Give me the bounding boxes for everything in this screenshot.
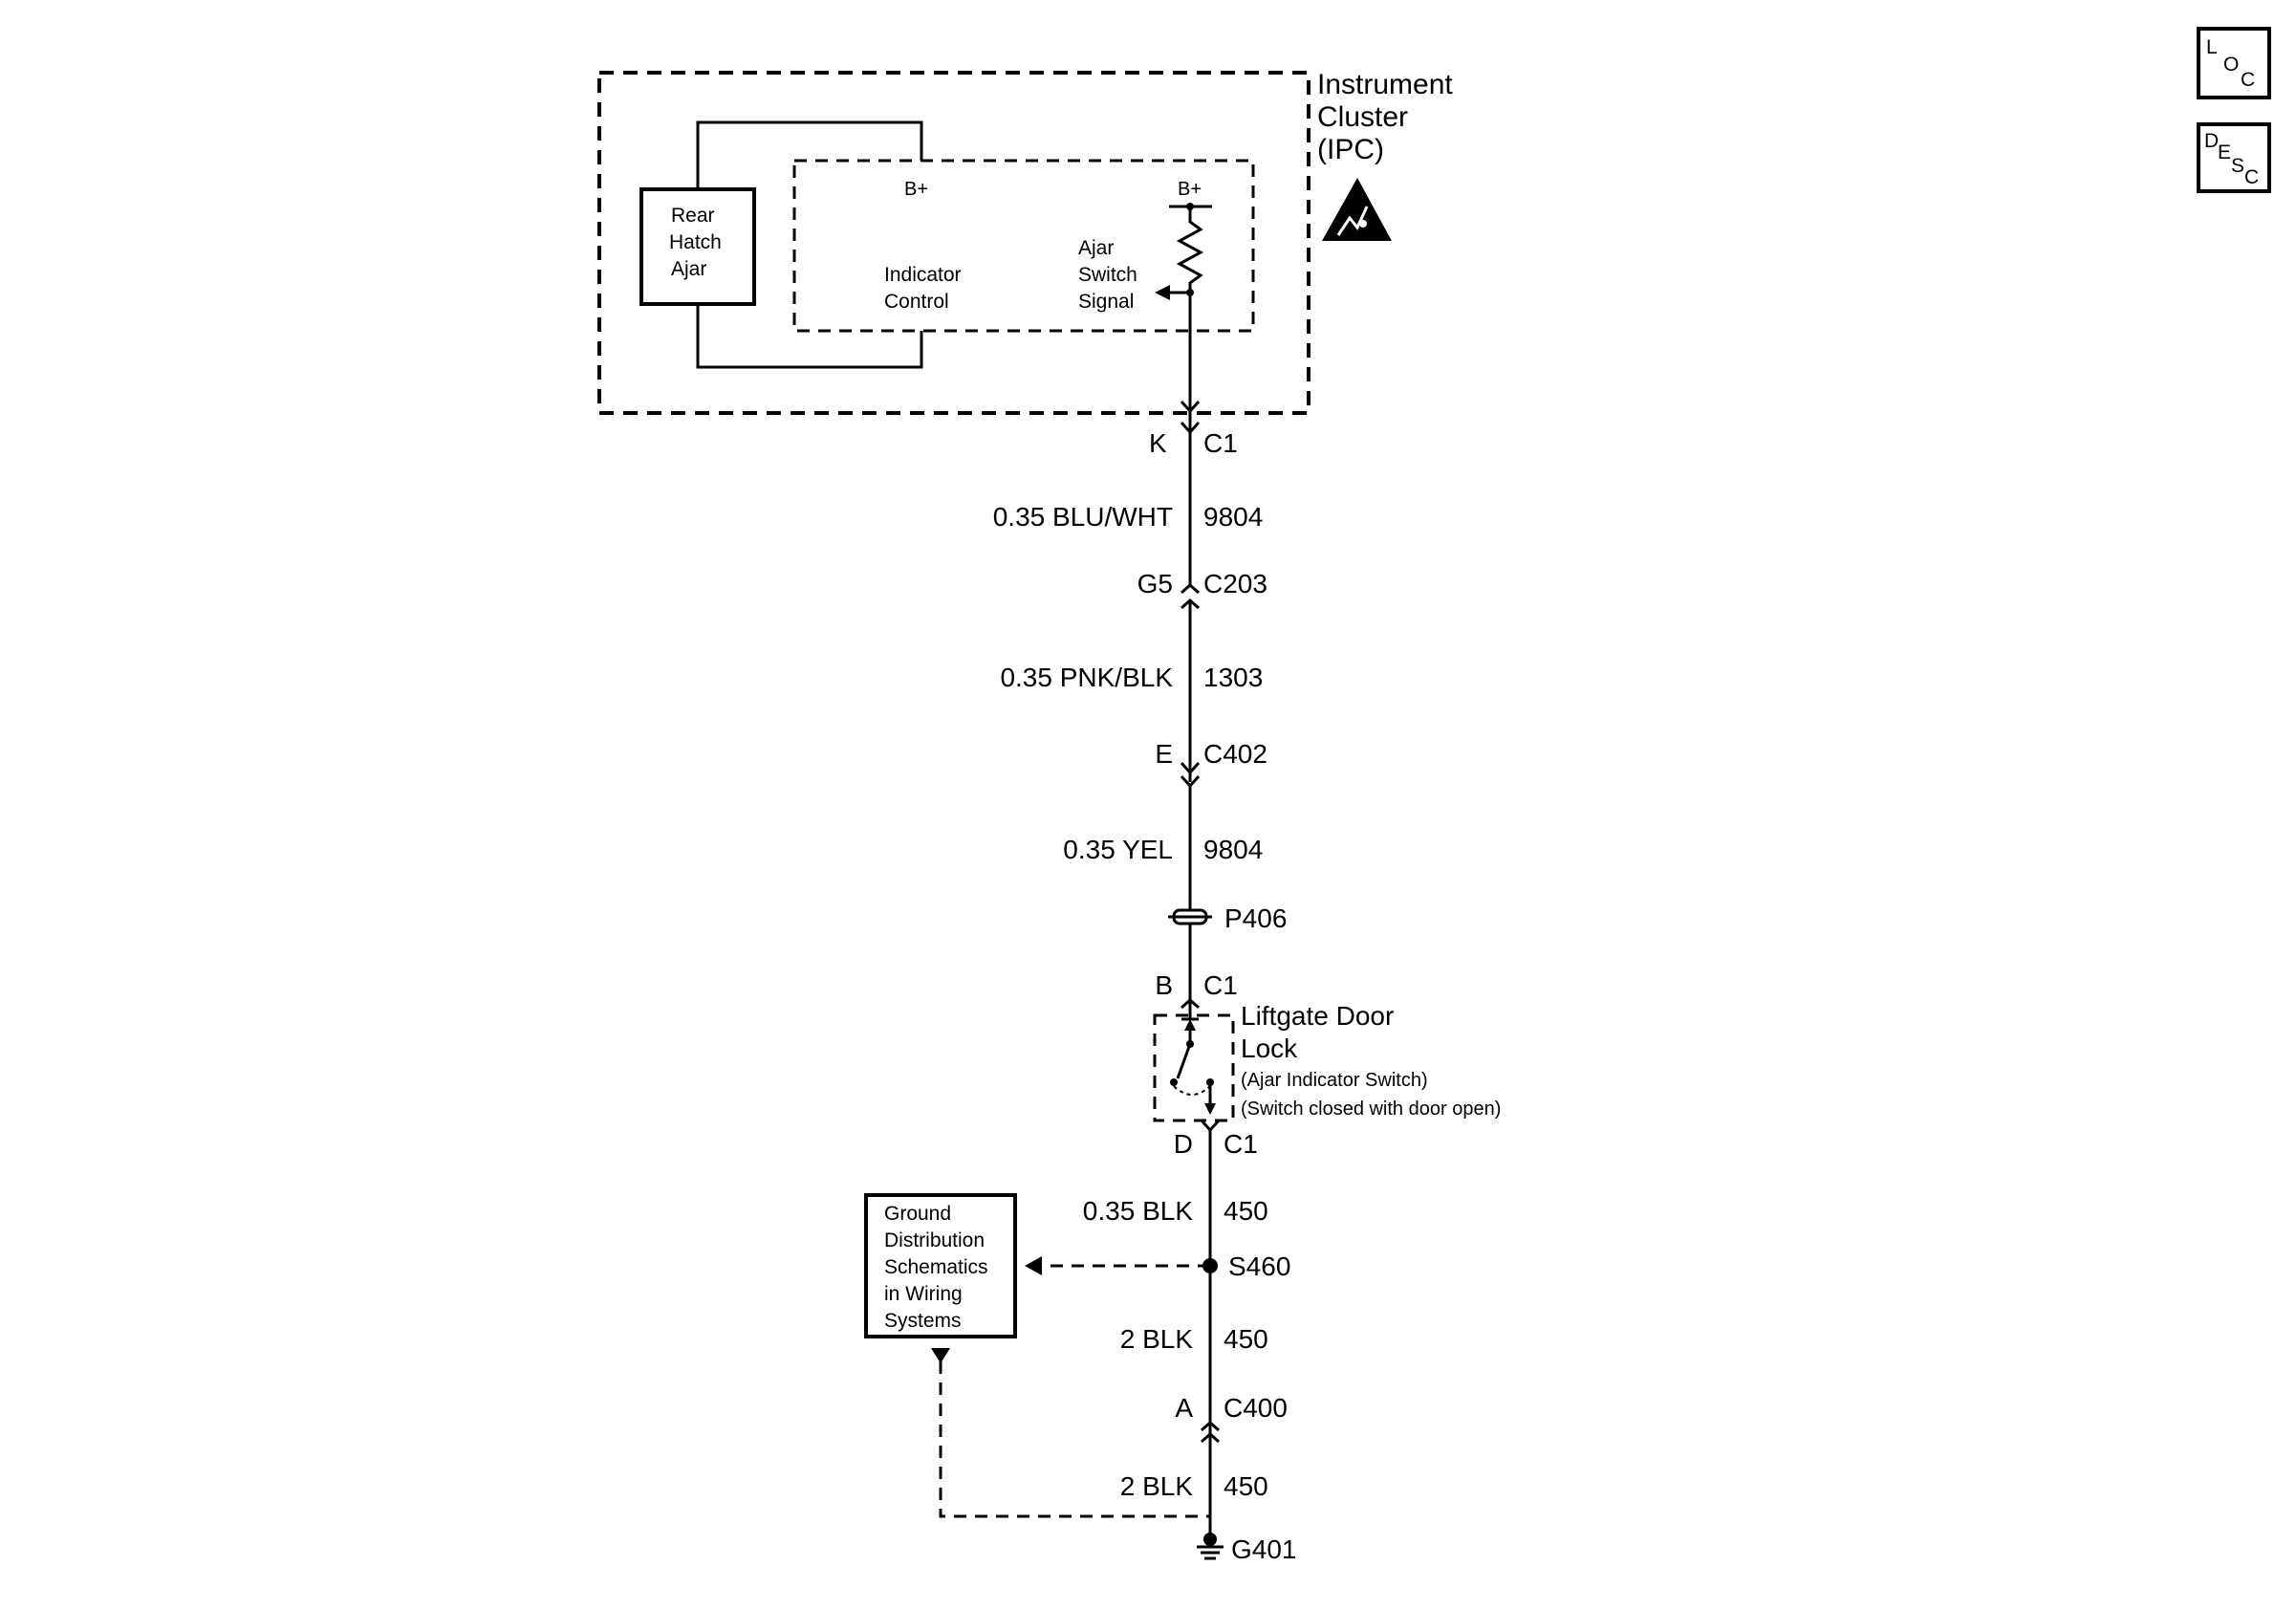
s460-ref-arrow bbox=[1025, 1256, 1042, 1275]
liftgate-label-line2: Lock bbox=[1241, 1033, 1298, 1063]
ajar-switch-signal-line1: Ajar bbox=[1078, 237, 1114, 259]
svg-text:D: D bbox=[2204, 130, 2219, 152]
g401-ground-icon bbox=[1197, 1533, 1224, 1560]
indicator-control-line2: Control bbox=[884, 291, 949, 313]
c402-name: C402 bbox=[1203, 739, 1267, 769]
ajar-switch-signal-line2: Switch bbox=[1078, 264, 1137, 286]
wire5-gauge: 2 BLK bbox=[1120, 1324, 1194, 1354]
ipc-title-line1: Instrument bbox=[1317, 69, 1453, 100]
c1-bot-pin: D bbox=[1174, 1129, 1193, 1159]
wire3-gauge: 0.35 YEL bbox=[1063, 835, 1173, 864]
c402-pin: E bbox=[1155, 739, 1173, 769]
ground-ref-line2: Distribution bbox=[884, 1229, 985, 1251]
wire1-circuit: 9804 bbox=[1203, 502, 1263, 532]
esd-warning-icon bbox=[1322, 178, 1392, 241]
wire2-circuit: 1303 bbox=[1203, 663, 1263, 692]
ground-distribution-ref-box[interactable] bbox=[864, 1193, 1017, 1338]
ajar-switch-signal-line3: Signal bbox=[1078, 291, 1134, 313]
c1-top-pin: K bbox=[1149, 428, 1167, 458]
c1-mid-name: C1 bbox=[1203, 970, 1238, 1000]
wire2-gauge: 0.35 PNK/BLK bbox=[1000, 663, 1173, 692]
ground-ref-line5: Systems bbox=[884, 1310, 962, 1332]
rear-hatch-label-line3: Ajar bbox=[671, 258, 706, 280]
p406-pass-through bbox=[1168, 908, 1212, 925]
indicator-control-line1: Indicator bbox=[884, 264, 962, 286]
g401-name: G401 bbox=[1231, 1534, 1297, 1564]
svg-text:C: C bbox=[2244, 166, 2259, 188]
pullup-resistor bbox=[1155, 203, 1212, 300]
liftgate-label-line3: (Ajar Indicator Switch) bbox=[1241, 1070, 1428, 1091]
ground-ref-line4: in Wiring bbox=[884, 1283, 963, 1305]
loc-icon[interactable]: L O C bbox=[2197, 27, 2271, 99]
c1-top-name: C1 bbox=[1203, 428, 1238, 458]
svg-text:E: E bbox=[2218, 141, 2231, 163]
rear-hatch-label-line1: Rear bbox=[671, 205, 715, 227]
bplus-right: B+ bbox=[1178, 179, 1202, 200]
wire3-circuit: 9804 bbox=[1203, 835, 1263, 864]
wire6-gauge: 2 BLK bbox=[1120, 1471, 1194, 1501]
c400-name: C400 bbox=[1224, 1393, 1288, 1423]
wire4-gauge: 0.35 BLK bbox=[1083, 1196, 1194, 1226]
desc-icon[interactable]: D E S C bbox=[2197, 122, 2271, 193]
c1-bot-name: C1 bbox=[1224, 1129, 1258, 1159]
c400-pin: A bbox=[1175, 1393, 1193, 1423]
wire4-circuit: 450 bbox=[1224, 1196, 1268, 1226]
c1-bot-connector bbox=[1200, 1119, 1221, 1133]
liftgate-switch-boundary bbox=[1153, 1013, 1235, 1122]
svg-text:O: O bbox=[2223, 54, 2239, 76]
svg-text:S: S bbox=[2231, 155, 2244, 177]
ground-ref-line3: Schematics bbox=[884, 1256, 988, 1278]
svg-text:C: C bbox=[2241, 69, 2255, 91]
c1-top-connector bbox=[1180, 400, 1201, 435]
liftgate-label-line4: (Switch closed with door open) bbox=[1241, 1099, 1501, 1120]
ipc-title-line3: (IPC) bbox=[1317, 134, 1384, 165]
c203-pin: G5 bbox=[1137, 569, 1173, 598]
s460-name: S460 bbox=[1228, 1251, 1290, 1281]
g401-ref-leader bbox=[939, 1361, 1210, 1518]
wire6-circuit: 450 bbox=[1224, 1471, 1268, 1501]
rear-hatch-label-line2: Hatch bbox=[669, 231, 722, 253]
ground-ref-line1: Ground bbox=[884, 1203, 951, 1225]
liftgate-label-line1: Liftgate Door bbox=[1241, 1001, 1394, 1031]
p406-name: P406 bbox=[1224, 903, 1287, 933]
svg-text:L: L bbox=[2206, 36, 2218, 58]
bplus-left: B+ bbox=[904, 179, 928, 200]
c1-mid-pin: B bbox=[1155, 970, 1173, 1000]
c400-connector bbox=[1201, 1420, 1220, 1444]
ajar-indicator-switch bbox=[1170, 1000, 1216, 1115]
lamp-return-wire bbox=[696, 304, 923, 369]
g401-ref-arrow bbox=[931, 1348, 950, 1363]
c203-name: C203 bbox=[1203, 569, 1267, 598]
ipc-title-line2: Cluster bbox=[1317, 101, 1408, 133]
lamp-supply-wire bbox=[696, 120, 923, 189]
wire1-gauge: 0.35 BLU/WHT bbox=[993, 502, 1173, 532]
wire5-circuit: 450 bbox=[1224, 1324, 1268, 1354]
